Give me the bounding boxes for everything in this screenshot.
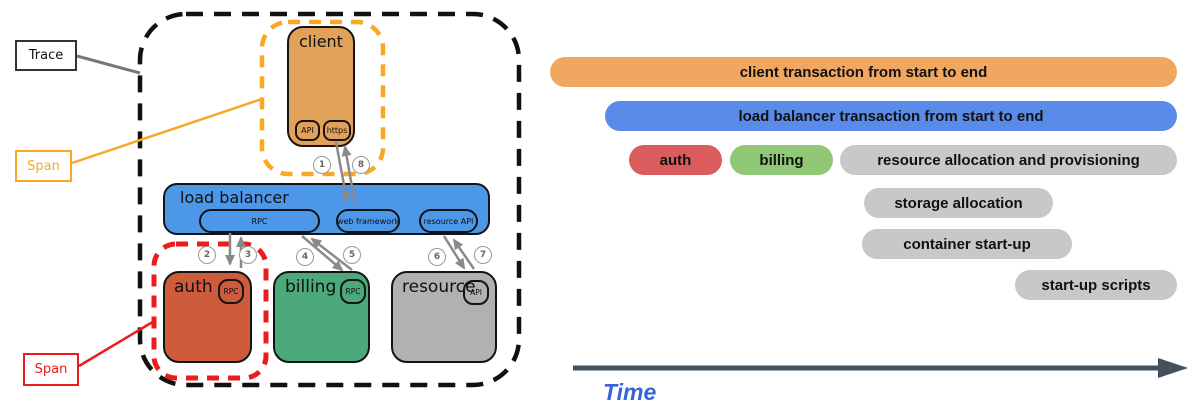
lb-resource-api-endpoint: resource API: [419, 209, 478, 233]
lb-rpc-endpoint: RPC: [199, 209, 320, 233]
lb-resource-api-label: resource API: [423, 216, 474, 226]
auth-rpc-label: RPC: [223, 287, 239, 296]
load-balancer-title: load balancer: [180, 188, 289, 207]
resource-api-label: API: [470, 288, 482, 297]
lb-rpc-label: RPC: [251, 216, 268, 226]
call-badge-1-num: 1: [318, 160, 326, 170]
call-badge-3: 3: [239, 246, 257, 264]
call-badge-2: 2: [198, 246, 216, 264]
client-title: client: [299, 32, 343, 51]
billing-rpc-label: RPC: [345, 287, 361, 296]
timeline-bar-container-startup-label: container start-up: [903, 235, 1031, 253]
trace-diagram: Trace Span Span client API https load ba…: [0, 0, 545, 419]
call-badge-6-num: 6: [433, 252, 441, 262]
span-orange-leader-line: [71, 97, 263, 165]
timeline-bar-startup-scripts-label: start-up scripts: [1041, 276, 1151, 294]
span-red-leader-line: [78, 318, 157, 368]
trace-leader-line: [76, 54, 141, 75]
call-badge-4: 4: [296, 248, 314, 266]
timeline-bar-client-transaction-label: client transaction from start to end: [739, 63, 988, 81]
timeline-bar-auth-label: auth: [659, 151, 692, 169]
billing-rpc-endpoint: RPC: [340, 279, 366, 304]
client-box: client API https: [287, 26, 355, 147]
span-legend-label-bottom: Span: [34, 362, 68, 377]
call-badge-3-num: 3: [244, 250, 252, 260]
call-badge-7-num: 7: [479, 250, 487, 260]
auth-rpc-endpoint: RPC: [218, 279, 244, 304]
time-axis-arrow: [573, 358, 1188, 378]
call-7-arrow: [452, 238, 476, 270]
timeline-bar-lb-transaction: load balancer transaction from start to …: [605, 101, 1177, 131]
timeline-bar-billing: billing: [730, 145, 833, 175]
span-legend-box-top: Span: [15, 150, 72, 182]
trace-legend-box: Trace: [15, 40, 77, 71]
timeline-bar-client-transaction: client transaction from start to end: [550, 57, 1177, 87]
auth-title: auth: [174, 277, 213, 297]
client-https-label: https: [326, 126, 348, 135]
timeline-bar-auth: auth: [629, 145, 722, 175]
call-badge-1: 1: [313, 156, 331, 174]
timeline-bar-resource-allocation-label: resource allocation and provisioning: [877, 151, 1140, 169]
call-badge-8-num: 8: [357, 160, 365, 170]
client-https-endpoint: https: [323, 120, 351, 141]
call-badge-5-num: 5: [348, 250, 356, 260]
billing-title: billing: [285, 277, 337, 297]
timeline-bar-lb-transaction-label: load balancer transaction from start to …: [738, 107, 1044, 125]
load-balancer-box: load balancer RPC web framework resource…: [163, 183, 490, 235]
timeline-bar-container-startup: container start-up: [862, 229, 1072, 259]
span-legend-label-top: Span: [27, 158, 60, 174]
lb-web-framework-label: web framework: [336, 216, 400, 226]
call-badge-6: 6: [428, 248, 446, 266]
resource-box: resource API: [391, 271, 497, 363]
span-legend-box-bottom: Span: [23, 353, 79, 386]
time-axis-arrowhead: [1158, 358, 1188, 378]
call-badge-4-num: 4: [301, 252, 309, 262]
timeline-bar-startup-scripts: start-up scripts: [1015, 270, 1177, 300]
auth-box: auth RPC: [163, 271, 252, 363]
call-6-arrow: [442, 235, 466, 270]
lb-web-framework-endpoint: web framework: [336, 209, 400, 233]
call-badge-5: 5: [343, 246, 361, 264]
span-timeline: client transaction from start to end loa…: [545, 0, 1200, 419]
client-api-endpoint: API: [295, 120, 320, 141]
call-badge-8: 8: [352, 156, 370, 174]
billing-box: billing RPC: [273, 271, 370, 363]
resource-api-endpoint: API: [463, 280, 489, 305]
call-badge-2-num: 2: [203, 250, 211, 260]
trace-legend-label: Trace: [28, 48, 64, 63]
timeline-bar-billing-label: billing: [759, 151, 804, 169]
timeline-bar-resource-allocation: resource allocation and provisioning: [840, 145, 1177, 175]
timeline-bar-storage-allocation: storage allocation: [864, 188, 1053, 218]
time-axis-label: Time: [603, 379, 657, 405]
timeline-bar-storage-allocation-label: storage allocation: [894, 194, 1023, 212]
client-api-label: API: [301, 126, 314, 135]
call-badge-7: 7: [474, 246, 492, 264]
